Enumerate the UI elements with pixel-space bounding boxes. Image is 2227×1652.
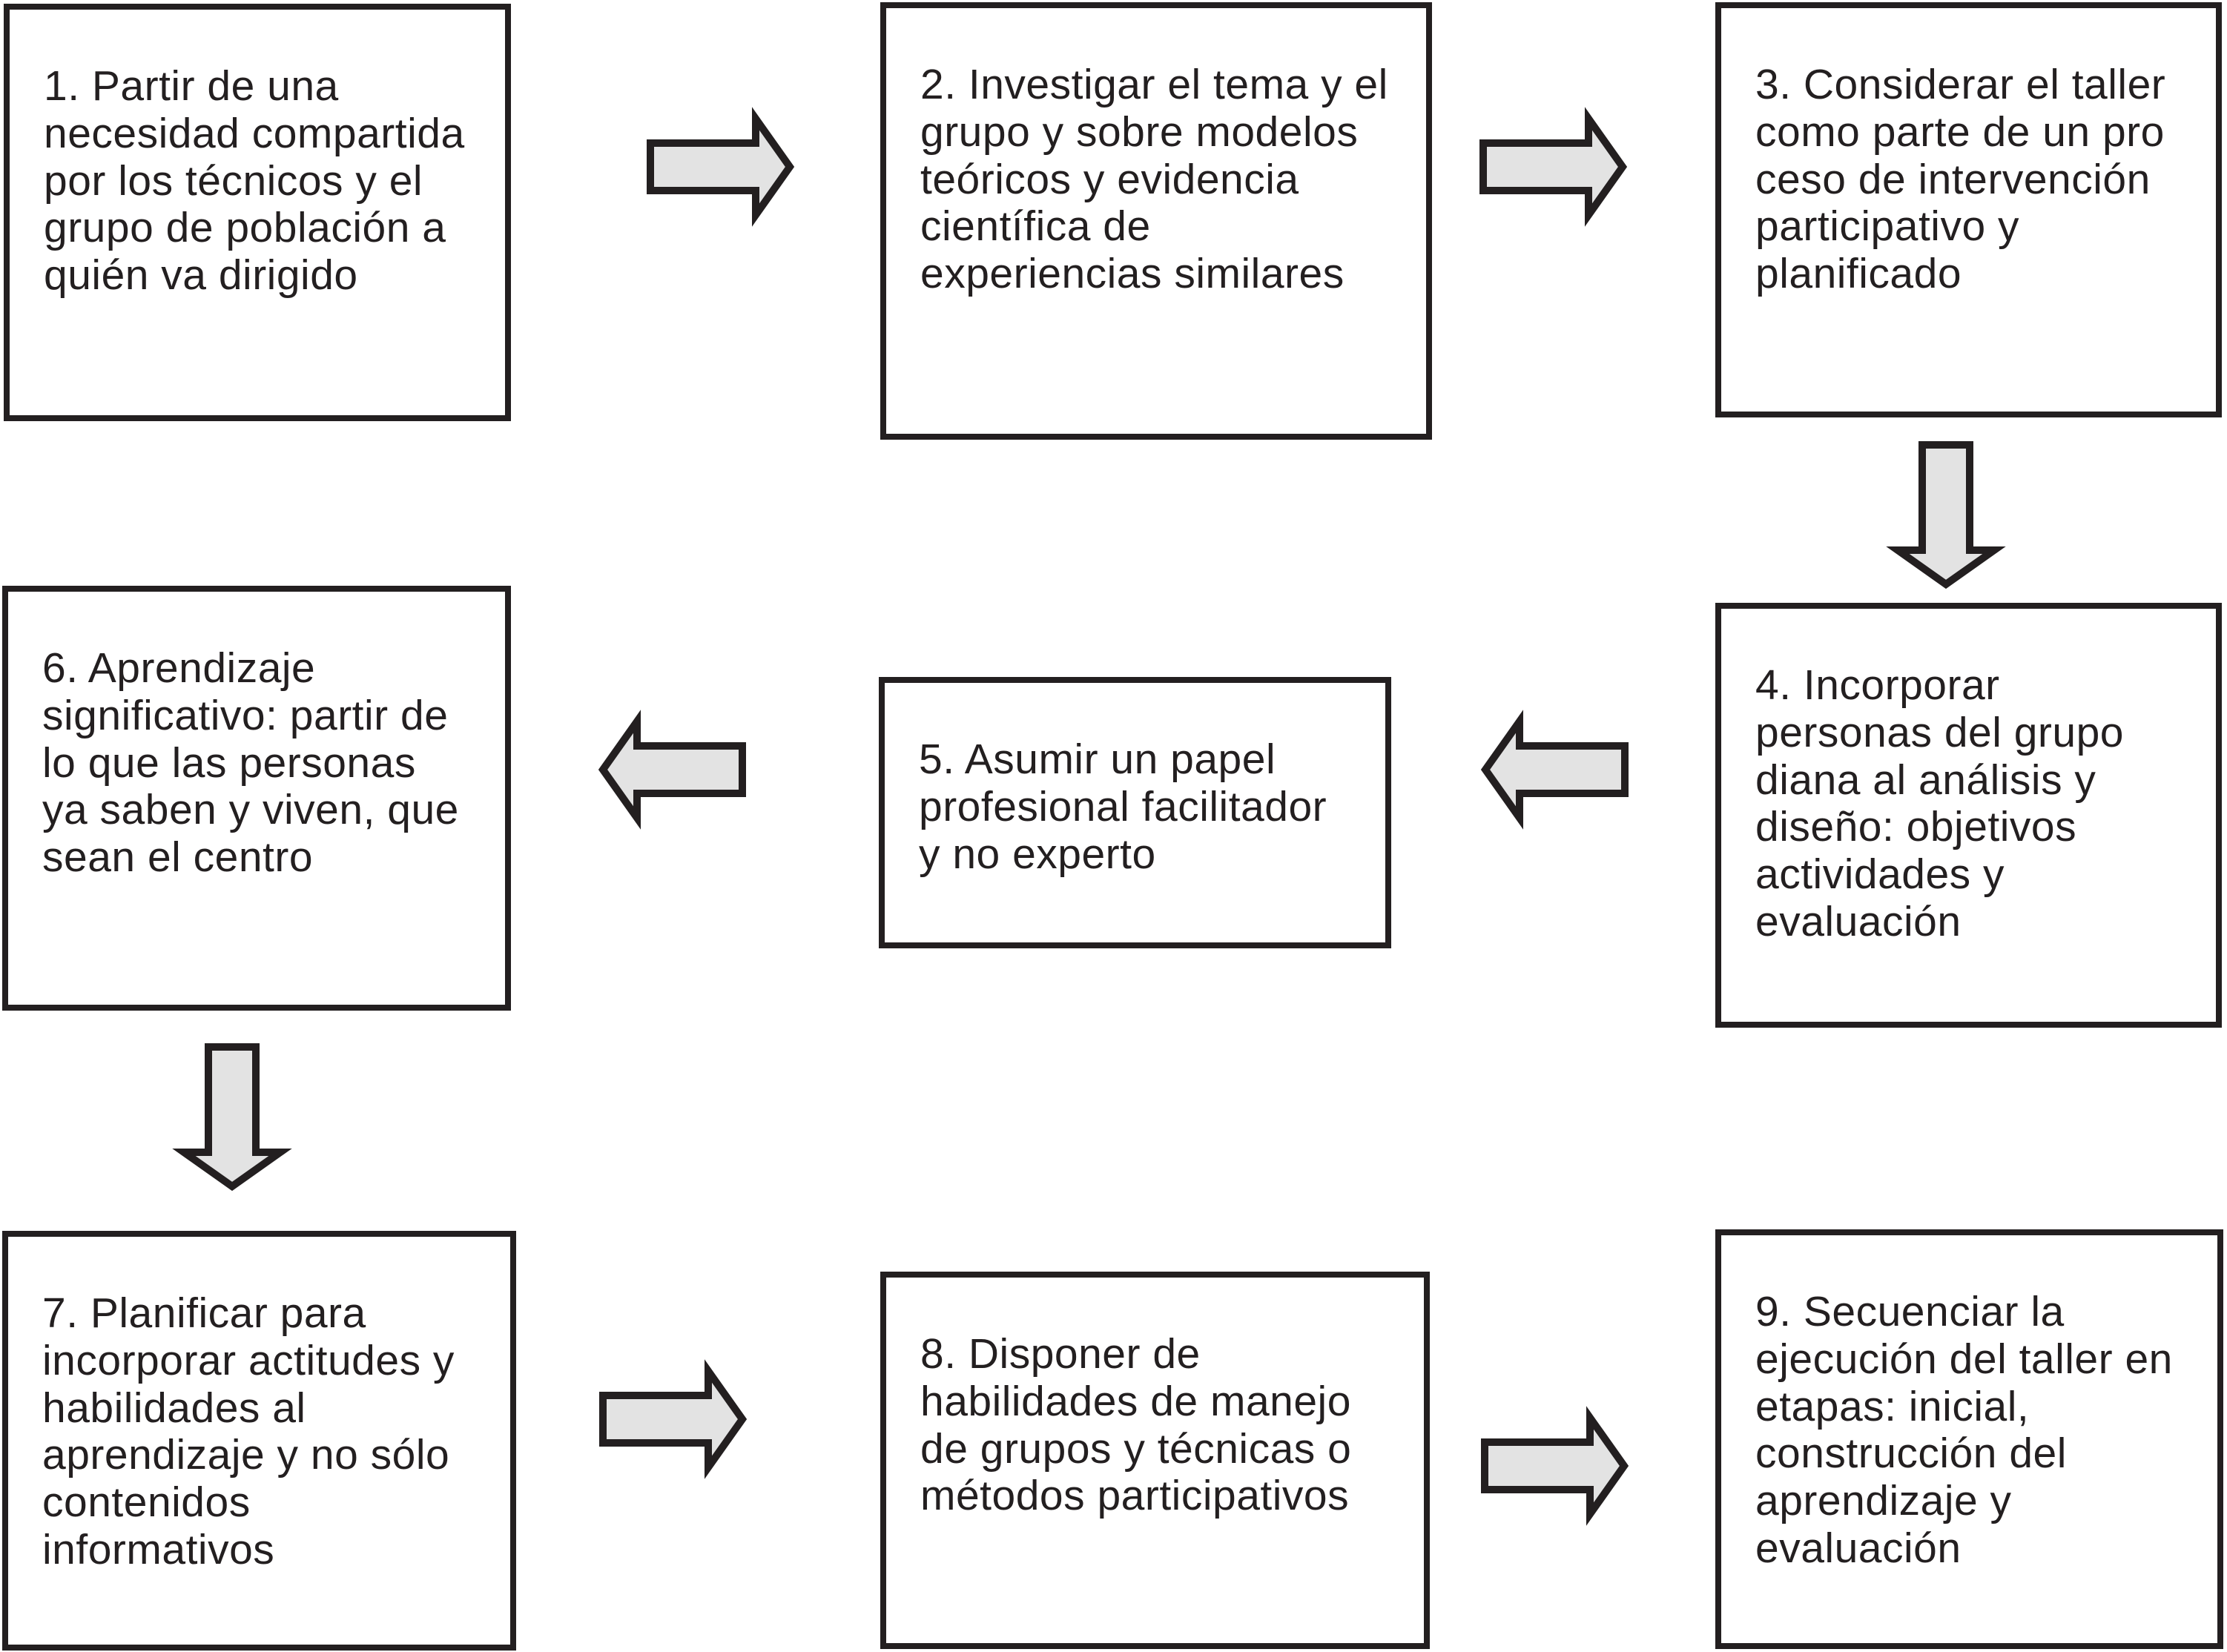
arrow-left-shape — [598, 710, 746, 830]
arrow-right-icon-1-2 — [647, 107, 795, 227]
arrow-down-icon-3-4 — [1886, 441, 2006, 589]
arrow-right-shape — [1479, 107, 1628, 227]
step-box-8: 8. Disponer de habilidades de manejo de … — [880, 1272, 1430, 1649]
step-box-1: 1. Partir de una necesidad compartida po… — [4, 4, 511, 421]
step-box-2: 2. Investigar el tema y el grupo y sobre… — [880, 2, 1432, 440]
arrow-right-shape — [647, 107, 795, 227]
arrow-right-shape — [599, 1359, 748, 1479]
step-box-5: 5. Asumir un papel profesional facilitad… — [879, 677, 1391, 948]
arrow-down-shape — [1886, 441, 2006, 589]
step-box-6: 6. Aprendizaje significativo: partir de … — [2, 586, 511, 1011]
arrow-right-icon-2-3 — [1479, 107, 1628, 227]
arrow-right-shape — [1481, 1406, 1629, 1526]
step-box-9: 9. Secuenciar la ejecución del taller en… — [1715, 1229, 2223, 1649]
arrow-left-shape — [1480, 710, 1629, 830]
step-box-3: 3. Considerar el taller como parte de un… — [1715, 2, 2222, 417]
arrow-down-shape — [172, 1043, 292, 1192]
arrow-left-icon-5-6 — [598, 710, 746, 830]
step-box-4: 4. Incorporar personas del grupo diana a… — [1715, 603, 2222, 1028]
arrow-left-icon-4-5 — [1480, 710, 1629, 830]
step-box-7: 7. Planificar para incorporar actitudes … — [2, 1231, 516, 1651]
arrow-down-icon-6-7 — [172, 1043, 292, 1192]
arrow-right-icon-8-9 — [1481, 1406, 1629, 1526]
arrow-right-icon-7-8 — [599, 1359, 748, 1479]
